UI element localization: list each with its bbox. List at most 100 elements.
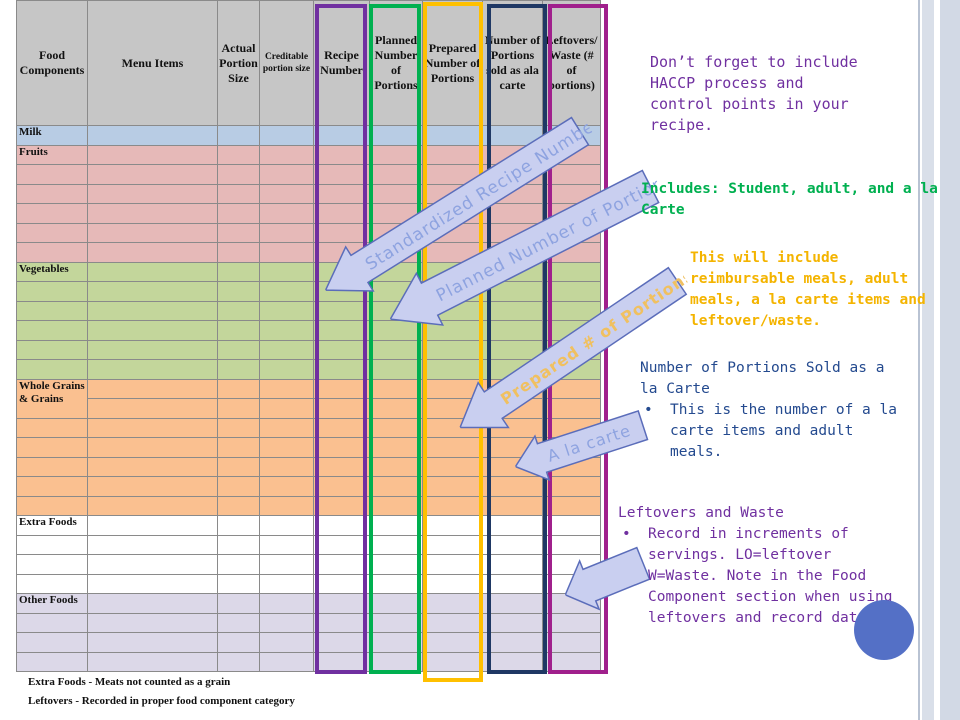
- table-cell: [217, 359, 260, 380]
- table-cell: [217, 476, 260, 497]
- table-cell: [259, 222, 314, 243]
- note-leftovers-bullet: • Record in increments of servings. LO=l…: [618, 524, 908, 629]
- table-cell: [87, 242, 218, 263]
- table-cell: [313, 144, 370, 165]
- table-cell: [482, 476, 543, 497]
- table-cell: [217, 573, 260, 594]
- table-cell: [422, 593, 483, 614]
- note-recipe-haccp: Don’t forget to include HACCP process an…: [650, 53, 858, 134]
- table-cell: [16, 554, 88, 575]
- table-cell: [422, 476, 483, 497]
- table-cell: [369, 534, 423, 555]
- table-cell: [259, 261, 314, 282]
- table-cell: [259, 183, 314, 204]
- table-cell: [482, 281, 543, 302]
- table-cell: [259, 398, 314, 419]
- table-cell: [87, 515, 218, 536]
- section-label-line: & Grains: [19, 392, 64, 405]
- table-cell: [313, 554, 370, 575]
- table-cell: [16, 417, 88, 438]
- table-cell: [422, 378, 483, 399]
- table-cell: [369, 476, 423, 497]
- table-cell: [87, 632, 218, 653]
- table-cell: [313, 495, 370, 516]
- table-cell: [16, 359, 88, 380]
- table-cell: [369, 554, 423, 575]
- table-cell: [259, 476, 314, 497]
- production-record-table: Food Components Menu Items Actual Portio…: [10, 0, 608, 720]
- footnote-extra-foods: Extra Foods - Meats not counted as a gra…: [28, 676, 231, 688]
- table-cell: [259, 125, 314, 146]
- table-cell: [259, 281, 314, 302]
- note-prepared-includes: This will include reimbursable meals, ad…: [690, 250, 926, 329]
- table-row: [16, 476, 601, 497]
- table-cell: [16, 300, 88, 321]
- table-cell: [369, 378, 423, 399]
- note-ala-carte: Number of Portions Sold as a la Carte • …: [640, 358, 910, 463]
- table-cell: [87, 339, 218, 360]
- table-cell: [542, 261, 601, 282]
- note-planned-includes: Includes: Student, adult, and a la Carte: [641, 181, 938, 218]
- table-cell: [87, 222, 218, 243]
- arrow-a-la-carte: A la carte: [514, 410, 649, 482]
- note-leftovers-title: Leftovers and Waste: [618, 505, 784, 521]
- table-cell: [217, 612, 260, 633]
- header-recipe-number: Recipe Number: [313, 0, 370, 126]
- table-cell: [87, 476, 218, 497]
- table-cell: [217, 632, 260, 653]
- table-cell: [217, 378, 260, 399]
- table-cell: [87, 398, 218, 419]
- table-cell: [16, 437, 88, 458]
- header-food-components: Food Components: [16, 0, 88, 126]
- table-row: [16, 300, 601, 321]
- table-cell: [313, 125, 370, 146]
- header-actual-portion-size: Actual Portion Size: [217, 0, 260, 126]
- table-cell: [313, 378, 370, 399]
- table-row: [16, 554, 601, 575]
- section-label-other: Other Foods: [16, 593, 88, 614]
- table-cell: [259, 515, 314, 536]
- table-cell: [259, 456, 314, 477]
- table-cell: [87, 183, 218, 204]
- table-cell: [259, 300, 314, 321]
- table-cell: [259, 378, 314, 399]
- header-prepared-portions: Prepared Number of Portions: [422, 0, 483, 126]
- table-cell: [87, 593, 218, 614]
- table-cell: [259, 320, 314, 341]
- table-cell: [16, 320, 88, 341]
- table-cell: [422, 515, 483, 536]
- table-cell: [313, 593, 370, 614]
- table-cell: [313, 632, 370, 653]
- table-cell: [217, 222, 260, 243]
- section-label-extra: Extra Foods: [16, 515, 88, 536]
- table-cell: [16, 222, 88, 243]
- table-cell: [87, 320, 218, 341]
- table-cell: [217, 554, 260, 575]
- table-cell: [259, 554, 314, 575]
- table-cell: [217, 242, 260, 263]
- table-cell: [87, 203, 218, 224]
- table-cell: [259, 593, 314, 614]
- table-cell: [422, 534, 483, 555]
- table-cell: [422, 320, 483, 341]
- table-cell: [87, 554, 218, 575]
- table-cell: [217, 183, 260, 204]
- table-cell: [87, 144, 218, 165]
- table-cell: [482, 203, 543, 224]
- table-cell: [313, 300, 370, 321]
- table-cell: [217, 593, 260, 614]
- planned-column-outline: [369, 4, 421, 674]
- note-leftovers-waste: Leftovers and Waste • Record in incremen…: [618, 503, 908, 629]
- table-cell: [16, 612, 88, 633]
- table-row: Extra Foods: [16, 515, 601, 536]
- production-grid: Food Components Menu Items Actual Portio…: [16, 0, 601, 672]
- table-cell: [16, 456, 88, 477]
- table-cell: [217, 534, 260, 555]
- table-cell: [87, 378, 218, 399]
- section-label-fruits: Fruits: [16, 144, 88, 165]
- table-cell: [313, 515, 370, 536]
- header-menu-items: Menu Items: [87, 0, 218, 126]
- table-cell: [16, 242, 88, 263]
- table-cell: [87, 651, 218, 672]
- decorative-circle: [854, 600, 914, 660]
